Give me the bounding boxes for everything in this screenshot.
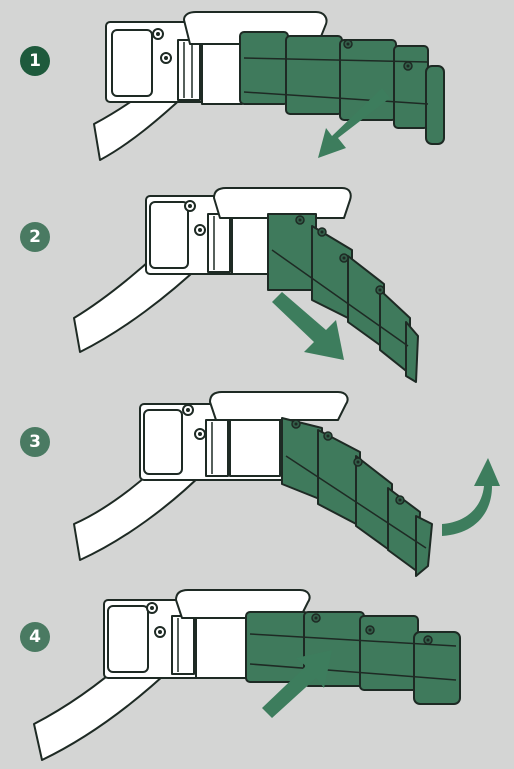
- step-badge-2: 2: [20, 222, 50, 252]
- arrow-curved-up-icon: [442, 458, 500, 536]
- arrow-down-right-icon: [272, 292, 344, 360]
- step-badge-4: 4: [20, 622, 50, 652]
- step-badge-3: 3: [20, 427, 50, 457]
- step-badge-1: 1: [20, 46, 50, 76]
- step-1-illustration: [93, 11, 445, 161]
- step-2-illustration: [73, 187, 419, 383]
- arrow-up-right-icon: [262, 650, 332, 718]
- step-4-illustration: [33, 589, 461, 761]
- arrow-down-left-icon: [318, 88, 390, 158]
- step-3-illustration: [73, 391, 500, 577]
